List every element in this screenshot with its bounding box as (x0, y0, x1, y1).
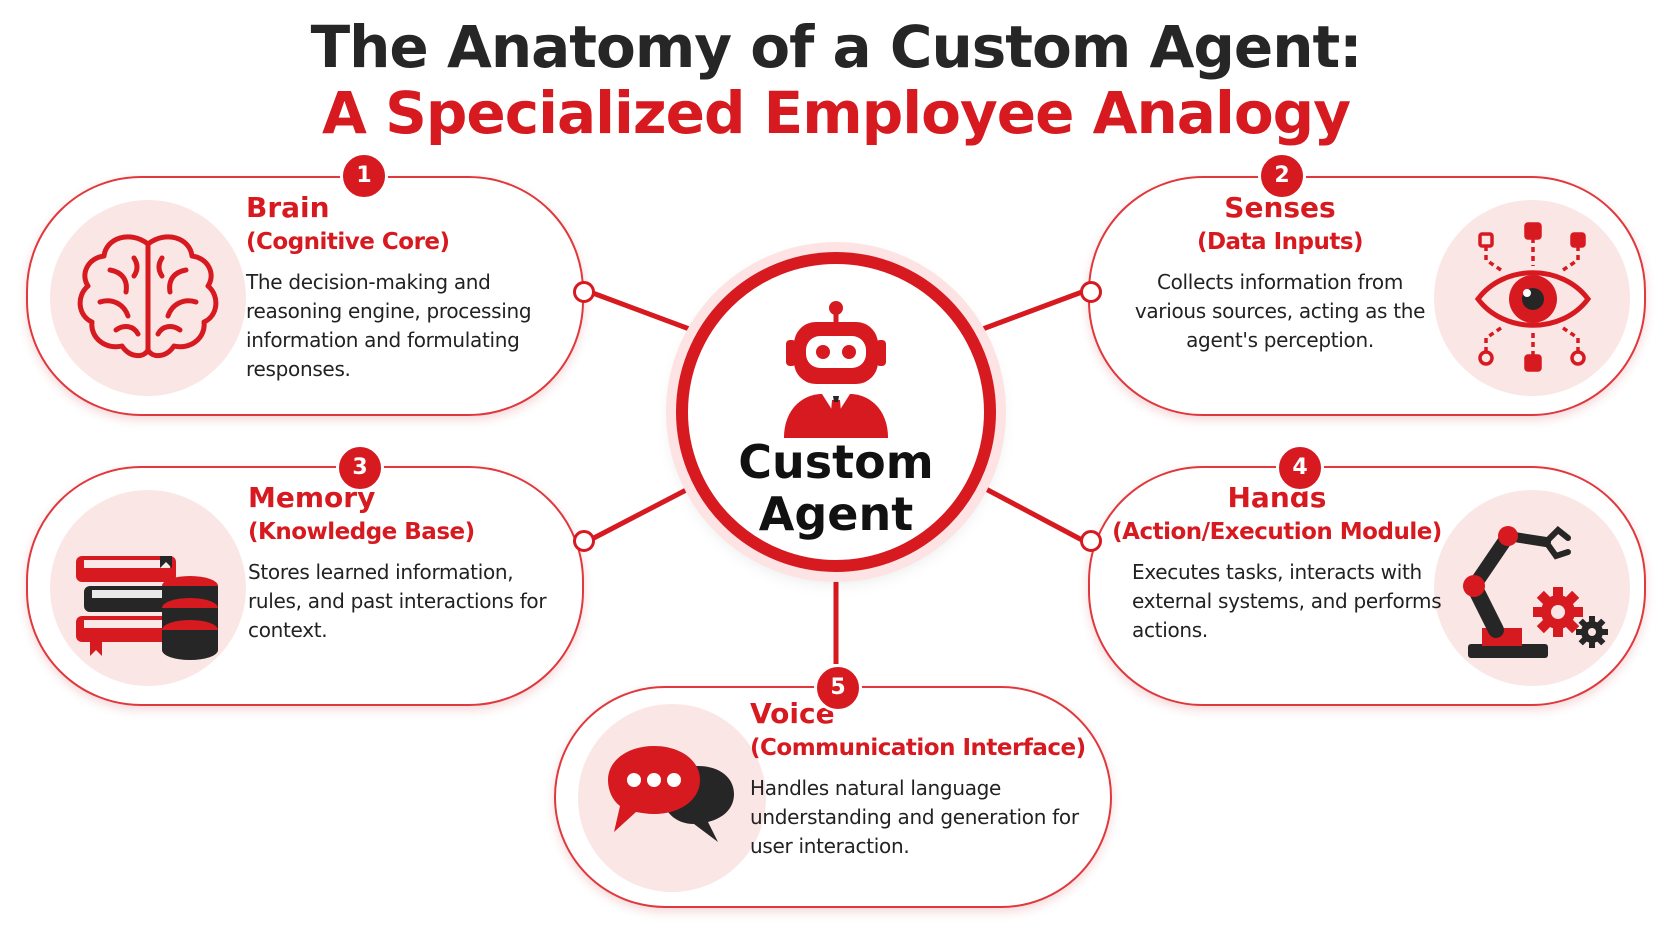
eye-sensor-icon-circle (1434, 200, 1630, 396)
senses-description: Collects information from various source… (1134, 270, 1426, 352)
robotic-arm-icon (1463, 525, 1608, 658)
connector-dot-hands (1080, 530, 1102, 552)
books-database-icon (76, 556, 218, 660)
center-label-line-1: Custom (738, 435, 934, 489)
badge-3: 3 (336, 444, 384, 492)
chat-bubbles-icon-circle (578, 704, 766, 892)
brain-title: Brain (246, 191, 330, 224)
robotic-arm-icon-circle (1434, 490, 1630, 686)
connector-dot-memory (573, 530, 595, 552)
hands-text: Hands (Action/Execution Module) Executes… (1112, 480, 1442, 645)
card-memory: Memory (Knowledge Base) Stores learned i… (26, 466, 584, 706)
connector-memory (588, 485, 692, 543)
badge-4: 4 (1276, 444, 1324, 492)
center-label: Custom Agent (688, 436, 984, 540)
hands-description: Executes tasks, interacts with external … (1132, 560, 1442, 642)
card-voice: Voice (Communication Interface) Handles … (554, 686, 1112, 908)
title-line-1: The Anatomy of a Custom Agent: (310, 13, 1363, 81)
brain-subtitle: (Cognitive Core) (246, 229, 450, 255)
memory-description: Stores learned information, rules, and p… (248, 560, 547, 642)
card-senses: Senses (Data Inputs) Collects informatio… (1088, 176, 1646, 416)
chat-bubbles-icon (608, 746, 734, 842)
brain-text: Brain (Cognitive Core) The decision-maki… (246, 190, 566, 384)
connector-brain (589, 289, 693, 333)
connector-senses (979, 289, 1083, 333)
robot-agent-icon (784, 301, 888, 438)
badge-2: 2 (1258, 152, 1306, 200)
brain-icon (77, 234, 219, 358)
center-label-line-2: Agent (758, 487, 914, 541)
title-line-2: A Specialized Employee Analogy (321, 79, 1351, 147)
memory-title: Memory (248, 481, 376, 514)
connector-hands (982, 485, 1084, 543)
hands-subtitle: (Action/Execution Module) (1112, 519, 1442, 545)
page-title: The Anatomy of a Custom Agent: A Special… (0, 14, 1672, 146)
books-database-icon-circle (50, 490, 246, 686)
voice-title: Voice (750, 697, 835, 730)
connector-dot-brain (573, 281, 595, 303)
memory-text: Memory (Knowledge Base) Stores learned i… (248, 480, 568, 645)
card-hands: Hands (Action/Execution Module) Executes… (1088, 466, 1646, 706)
badge-1: 1 (340, 152, 388, 200)
badge-5: 5 (814, 664, 862, 712)
hands-title: Hands (1227, 481, 1327, 514)
card-brain: Brain (Cognitive Core) The decision-maki… (26, 176, 584, 416)
eye-sensor-icon (1474, 222, 1592, 372)
center-hub: Custom Agent (676, 252, 996, 572)
memory-subtitle: (Knowledge Base) (248, 519, 475, 545)
voice-text: Voice (Communication Interface) Handles … (750, 696, 1090, 861)
senses-text: Senses (Data Inputs) Collects informatio… (1130, 190, 1430, 355)
senses-subtitle: (Data Inputs) (1196, 229, 1364, 255)
voice-subtitle: (Communication Interface) (750, 735, 1086, 761)
brain-description: The decision-making and reasoning engine… (246, 270, 532, 381)
connector-dot-senses (1080, 281, 1102, 303)
brain-icon-circle (50, 200, 246, 396)
voice-description: Handles natural language understanding a… (750, 776, 1079, 858)
